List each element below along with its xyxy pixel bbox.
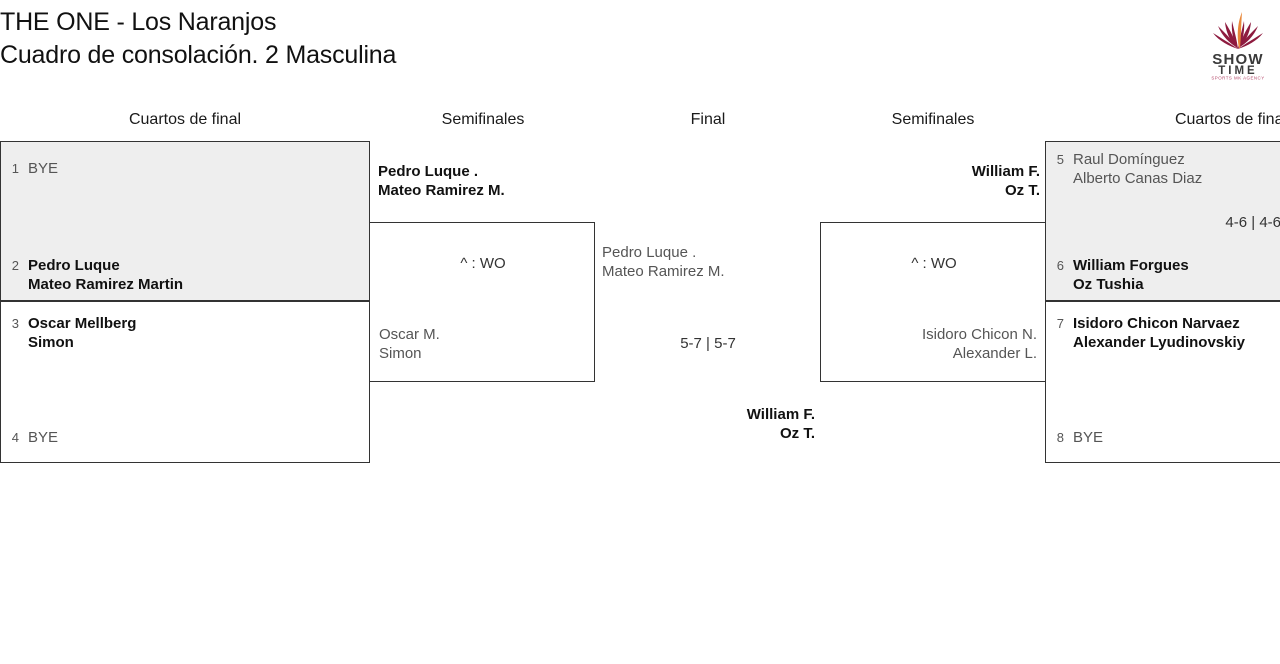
team-name: William F. Oz T. bbox=[971, 163, 1040, 199]
team-name: Oscar M. Simon bbox=[379, 326, 440, 362]
match-qf-left-2[interactable]: 3 Oscar Mellberg Simon 4 BYE bbox=[0, 301, 370, 463]
qf-left-2-top[interactable]: 3 Oscar Mellberg Simon bbox=[10, 314, 137, 352]
round-header-sf-right: Semifinales bbox=[891, 111, 975, 128]
logo-petals bbox=[1213, 21, 1263, 49]
seed-number: 3 bbox=[11, 316, 19, 331]
qf-left-2-bottom[interactable]: 4 BYE bbox=[10, 428, 58, 448]
match-qf-right-2[interactable]: 7 Isidoro Chicon Narvaez Alexander Lyudi… bbox=[1045, 301, 1280, 463]
team-name: Raul Domínguez Alberto Canas Diaz bbox=[1073, 151, 1203, 187]
qf-right-1-top[interactable]: 5 Raul Domínguez Alberto Canas Diaz bbox=[1055, 150, 1202, 188]
logo-word-bottom: TIME bbox=[1218, 65, 1257, 77]
match-score: 4-6 | 4-6 bbox=[1225, 214, 1280, 231]
sf-left-bottom[interactable]: Oscar M. Simon bbox=[379, 325, 440, 363]
logo-stream bbox=[1237, 12, 1242, 48]
final-right-team[interactable]: William F. Oz T. bbox=[595, 405, 815, 443]
round-header-qf-left: Cuartos de final bbox=[128, 111, 242, 128]
team-name: Pedro Luque . Mateo Ramirez M. bbox=[378, 163, 505, 199]
team-name: Isidoro Chicon N. Alexander L. bbox=[921, 326, 1037, 362]
final-score: 5-7 | 5-7 bbox=[680, 335, 736, 352]
team-name: Pedro Luque Mateo Ramirez Martin bbox=[28, 257, 184, 293]
sf-right-top[interactable]: William F. Oz T. bbox=[820, 162, 1040, 200]
seed-number: 7 bbox=[1056, 316, 1064, 331]
logo-tagline: SPORTS MK AGENCY bbox=[1211, 76, 1264, 81]
team-name: BYE bbox=[1073, 429, 1104, 446]
match-sf-left[interactable]: ^ : WO Oscar M. Simon bbox=[369, 222, 595, 382]
team-name: William Forgues Oz Tushia bbox=[1073, 257, 1189, 293]
round-header-qf-right: Cuartos de final bbox=[1174, 111, 1280, 128]
seed-number: 5 bbox=[1056, 152, 1064, 167]
team-name: Oscar Mellberg Simon bbox=[28, 315, 137, 351]
match-score: ^ : WO bbox=[460, 255, 506, 272]
title-line-1: THE ONE - Los Naranjos bbox=[0, 8, 277, 36]
seed-number: 6 bbox=[1056, 258, 1064, 273]
match-score: ^ : WO bbox=[911, 255, 957, 272]
match-sf-right[interactable]: ^ : WO Isidoro Chicon N. Alexander L. bbox=[820, 222, 1046, 382]
sf-left-top[interactable]: Pedro Luque . Mateo Ramirez M. bbox=[378, 162, 505, 200]
match-qf-left-1[interactable]: 1 BYE 2 Pedro Luque Mateo Ramirez Martin bbox=[0, 141, 370, 301]
qf-left-1-top[interactable]: 1 BYE bbox=[10, 159, 58, 179]
qf-right-2-bottom[interactable]: 8 BYE bbox=[1055, 428, 1103, 448]
seed-number: 2 bbox=[11, 258, 19, 273]
team-name: William F. Oz T. bbox=[746, 406, 815, 442]
team-name: Pedro Luque . Mateo Ramirez M. bbox=[602, 244, 725, 280]
showtime-logo: SHOW TIME SPORTS MK AGENCY bbox=[1198, 2, 1278, 80]
team-name: BYE bbox=[28, 160, 59, 177]
qf-right-1-bottom[interactable]: 6 William Forgues Oz Tushia bbox=[1055, 256, 1189, 294]
qf-right-2-top[interactable]: 7 Isidoro Chicon Narvaez Alexander Lyudi… bbox=[1055, 314, 1245, 352]
match-qf-right-1[interactable]: 5 Raul Domínguez Alberto Canas Diaz 4-6 … bbox=[1045, 141, 1280, 301]
team-name: Isidoro Chicon Narvaez Alexander Lyudino… bbox=[1073, 315, 1246, 351]
logo-word-top: SHOW bbox=[1212, 51, 1263, 68]
sf-right-bottom[interactable]: Isidoro Chicon N. Alexander L. bbox=[821, 325, 1037, 363]
round-header-final: Final bbox=[690, 111, 726, 128]
page-title: THE ONE - Los Naranjos Cuadro de consola… bbox=[0, 6, 396, 72]
seed-number: 4 bbox=[11, 430, 19, 445]
team-name: BYE bbox=[28, 429, 59, 446]
round-header-sf-left: Semifinales bbox=[441, 111, 525, 128]
seed-number: 8 bbox=[1056, 430, 1064, 445]
seed-number: 1 bbox=[11, 161, 19, 176]
title-line-2: Cuadro de consolación. 2 Masculina bbox=[0, 41, 397, 69]
final-left-team[interactable]: Pedro Luque . Mateo Ramirez M. bbox=[602, 243, 725, 281]
qf-left-1-bottom[interactable]: 2 Pedro Luque Mateo Ramirez Martin bbox=[10, 256, 183, 294]
